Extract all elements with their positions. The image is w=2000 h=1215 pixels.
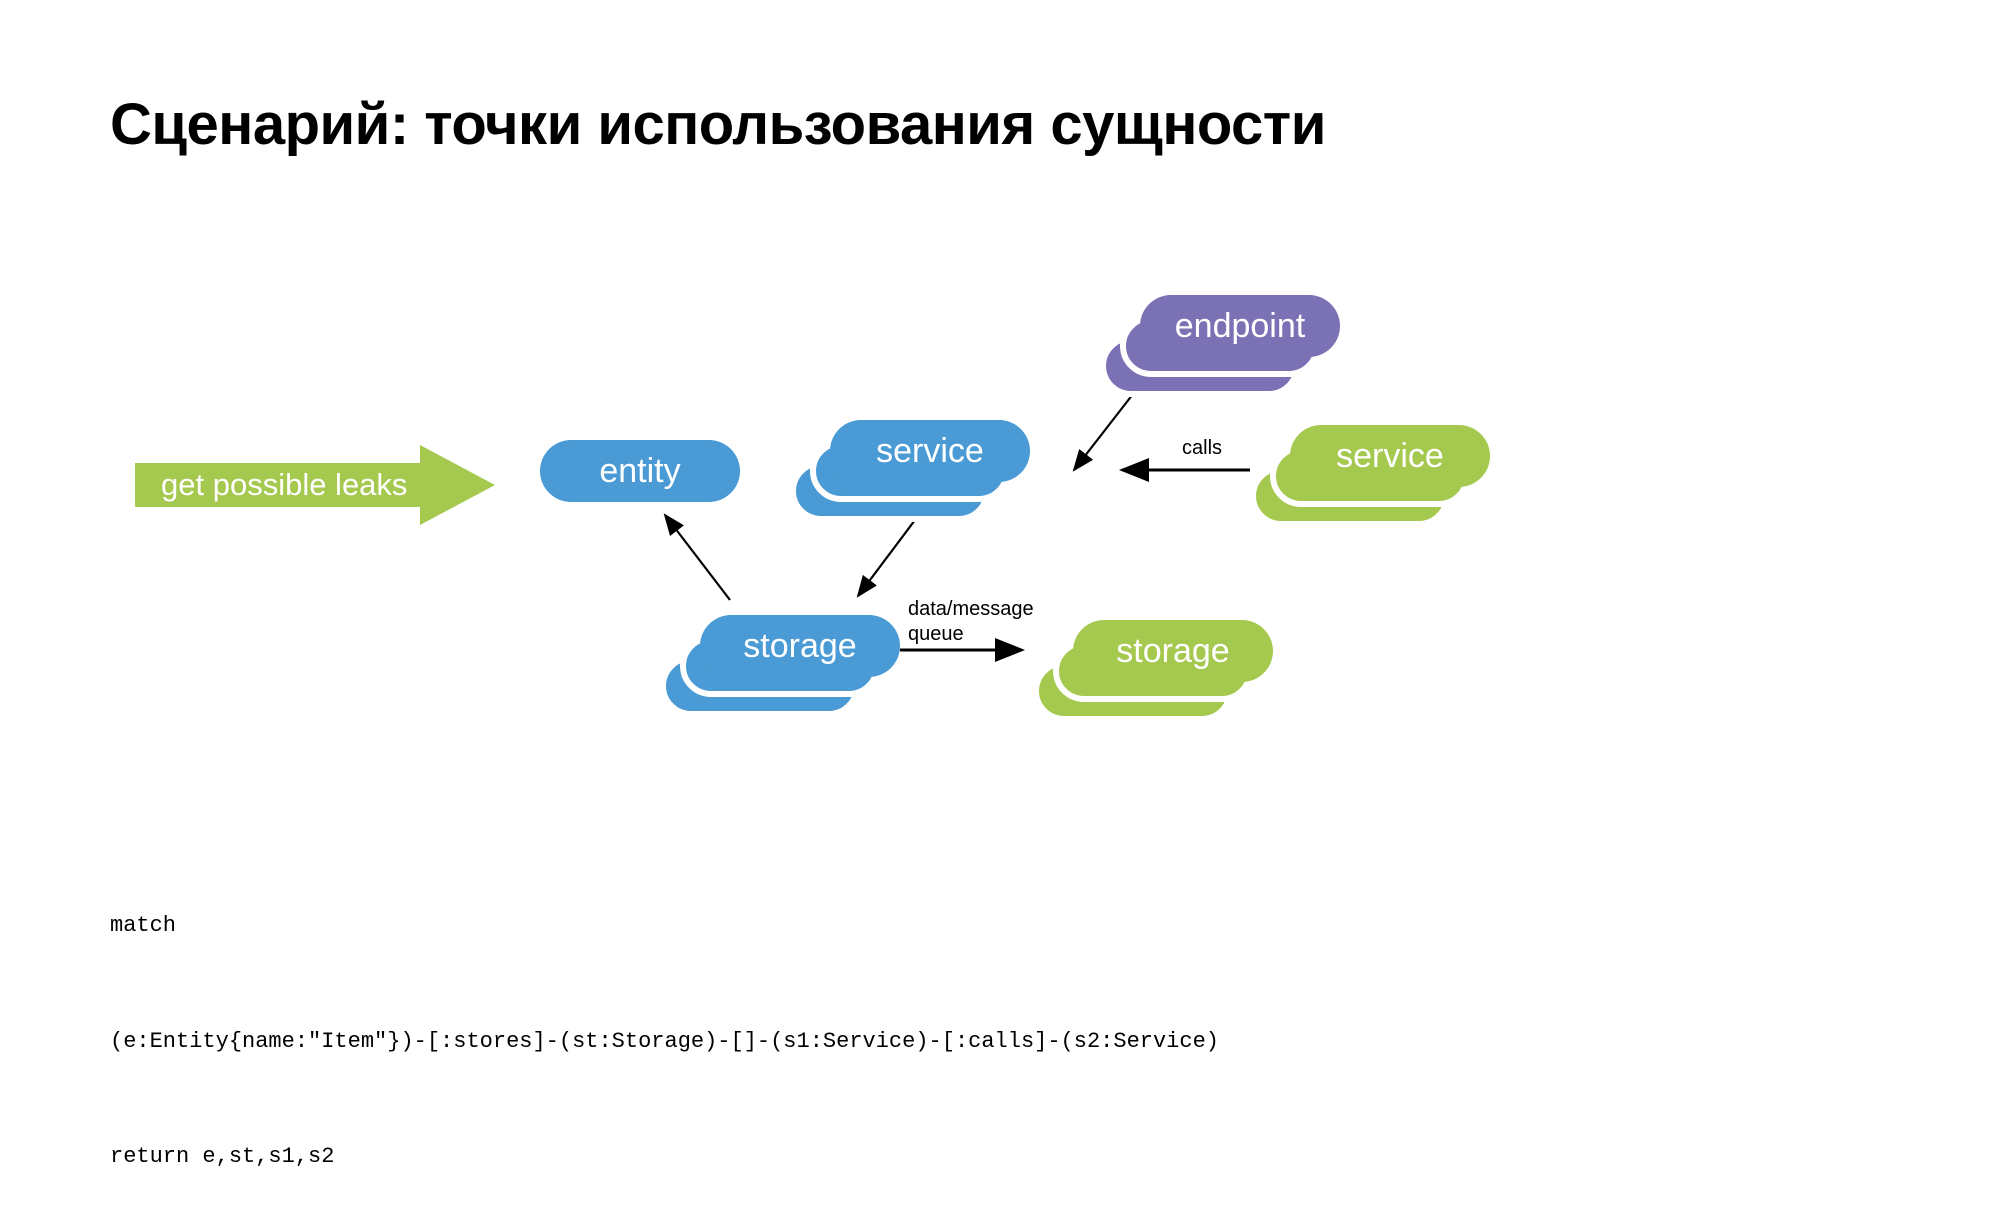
node-service-blue[interactable]: service [790, 420, 1030, 522]
node-storage-green-shape: storage [1073, 620, 1273, 682]
edge-label-data-message-queue-line1: data/message [908, 598, 1034, 620]
edge-label-data-message-queue-line2: queue [908, 623, 964, 645]
edge-storage-to-entity [663, 513, 731, 601]
edge-label-calls: calls [1182, 437, 1223, 459]
node-service-green-shape: service [1290, 425, 1490, 487]
node-entity-label: entity [599, 452, 681, 490]
banner-label: get possible leaks [161, 467, 408, 502]
code-line-1: match [110, 913, 177, 938]
node-storage-green[interactable]: storage [1033, 620, 1273, 722]
node-endpoint[interactable]: endpoint [1100, 295, 1340, 397]
node-entity-shape: entity [540, 440, 740, 502]
node-service-blue-label: service [876, 432, 984, 470]
node-storage-green-label: storage [1116, 632, 1230, 670]
node-service-green-label: service [1336, 437, 1444, 475]
code-line-3: return e,st,s1,s2 [110, 1144, 335, 1169]
get-possible-leaks-banner[interactable]: get possible leaks [135, 445, 495, 525]
page-title: Сценарий: точки использования сущности [110, 92, 1326, 157]
node-storage-blue-shape: storage [700, 615, 900, 677]
node-endpoint-label: endpoint [1174, 307, 1306, 345]
node-service-blue-shape: service [830, 420, 1030, 482]
node-storage-blue[interactable]: storage [660, 615, 900, 717]
node-storage-blue-label: storage [743, 627, 857, 665]
diagram-canvas: get possible leaks entity service endpoi… [135, 295, 1490, 722]
node-endpoint-shape: endpoint [1140, 295, 1340, 357]
edge-label-data-message-queue: data/message queue [908, 597, 1034, 647]
edge-endpoint-to-service [1072, 384, 1141, 472]
code-line-2: (e:Entity{name:"Item"})-[:stores]-(st:St… [110, 1028, 1219, 1054]
block-arrow-right-icon [135, 445, 495, 525]
node-entity[interactable]: entity [540, 440, 740, 502]
cypher-query-block: match (e:Entity{name:"Item"})-[:stores]-… [110, 830, 1219, 1215]
node-service-green[interactable]: service [1250, 425, 1490, 527]
